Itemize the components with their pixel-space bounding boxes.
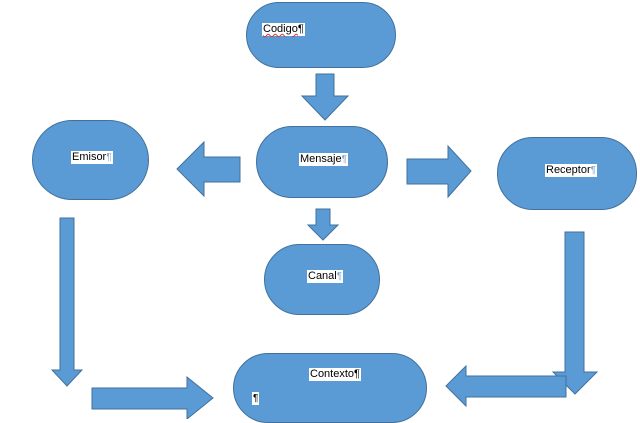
contexto-label: Contexto: [310, 368, 355, 380]
node-emisor: Emisor¶: [32, 120, 149, 200]
arrow-mensaje-to-receptor: [406, 144, 472, 199]
mensaje-label-box: Mensaje¶: [299, 153, 348, 166]
codigo-pilcrow: ¶: [297, 23, 304, 35]
arrow-receptor-down: [551, 231, 599, 395]
arrow-emisor-to-contexto: [91, 375, 214, 419]
node-receptor: Receptor¶: [497, 137, 637, 210]
node-canal: Canal¶: [264, 244, 380, 315]
receptor-label: Receptor: [546, 164, 591, 176]
arrow-emisor-down: [50, 217, 84, 387]
node-mensaje: Mensaje¶: [256, 126, 388, 198]
canal-label-box: Canal¶: [307, 270, 344, 283]
contexto-label-box: Contexto¶: [309, 368, 361, 381]
arrow-codigo-to-mensaje: [300, 73, 350, 121]
emisor-pilcrow: ¶: [106, 152, 112, 163]
contexto-empty-paragraph-mark: ¶: [252, 392, 260, 405]
mensaje-pilcrow: ¶: [341, 154, 347, 165]
codigo-label: Codigo: [263, 23, 298, 35]
contexto-pilcrow: ¶: [354, 368, 360, 380]
receptor-label-box: Receptor¶: [545, 164, 598, 177]
mensaje-label: Mensaje: [300, 153, 342, 165]
codigo-label-box: Codigo¶: [262, 23, 305, 36]
emisor-label: Emisor: [72, 151, 107, 163]
emisor-label-box: Emisor¶: [71, 151, 113, 164]
canal-label: Canal: [308, 270, 337, 282]
arrow-mensaje-to-canal: [306, 208, 340, 241]
receptor-pilcrow: ¶: [590, 165, 597, 176]
arrow-receptor-to-contexto: [445, 364, 567, 408]
node-contexto: Contexto¶ ¶: [233, 353, 427, 423]
node-codigo: Codigo¶: [246, 2, 396, 68]
canal-pilcrow: ¶: [336, 271, 343, 282]
arrow-mensaje-to-emisor: [176, 140, 241, 198]
